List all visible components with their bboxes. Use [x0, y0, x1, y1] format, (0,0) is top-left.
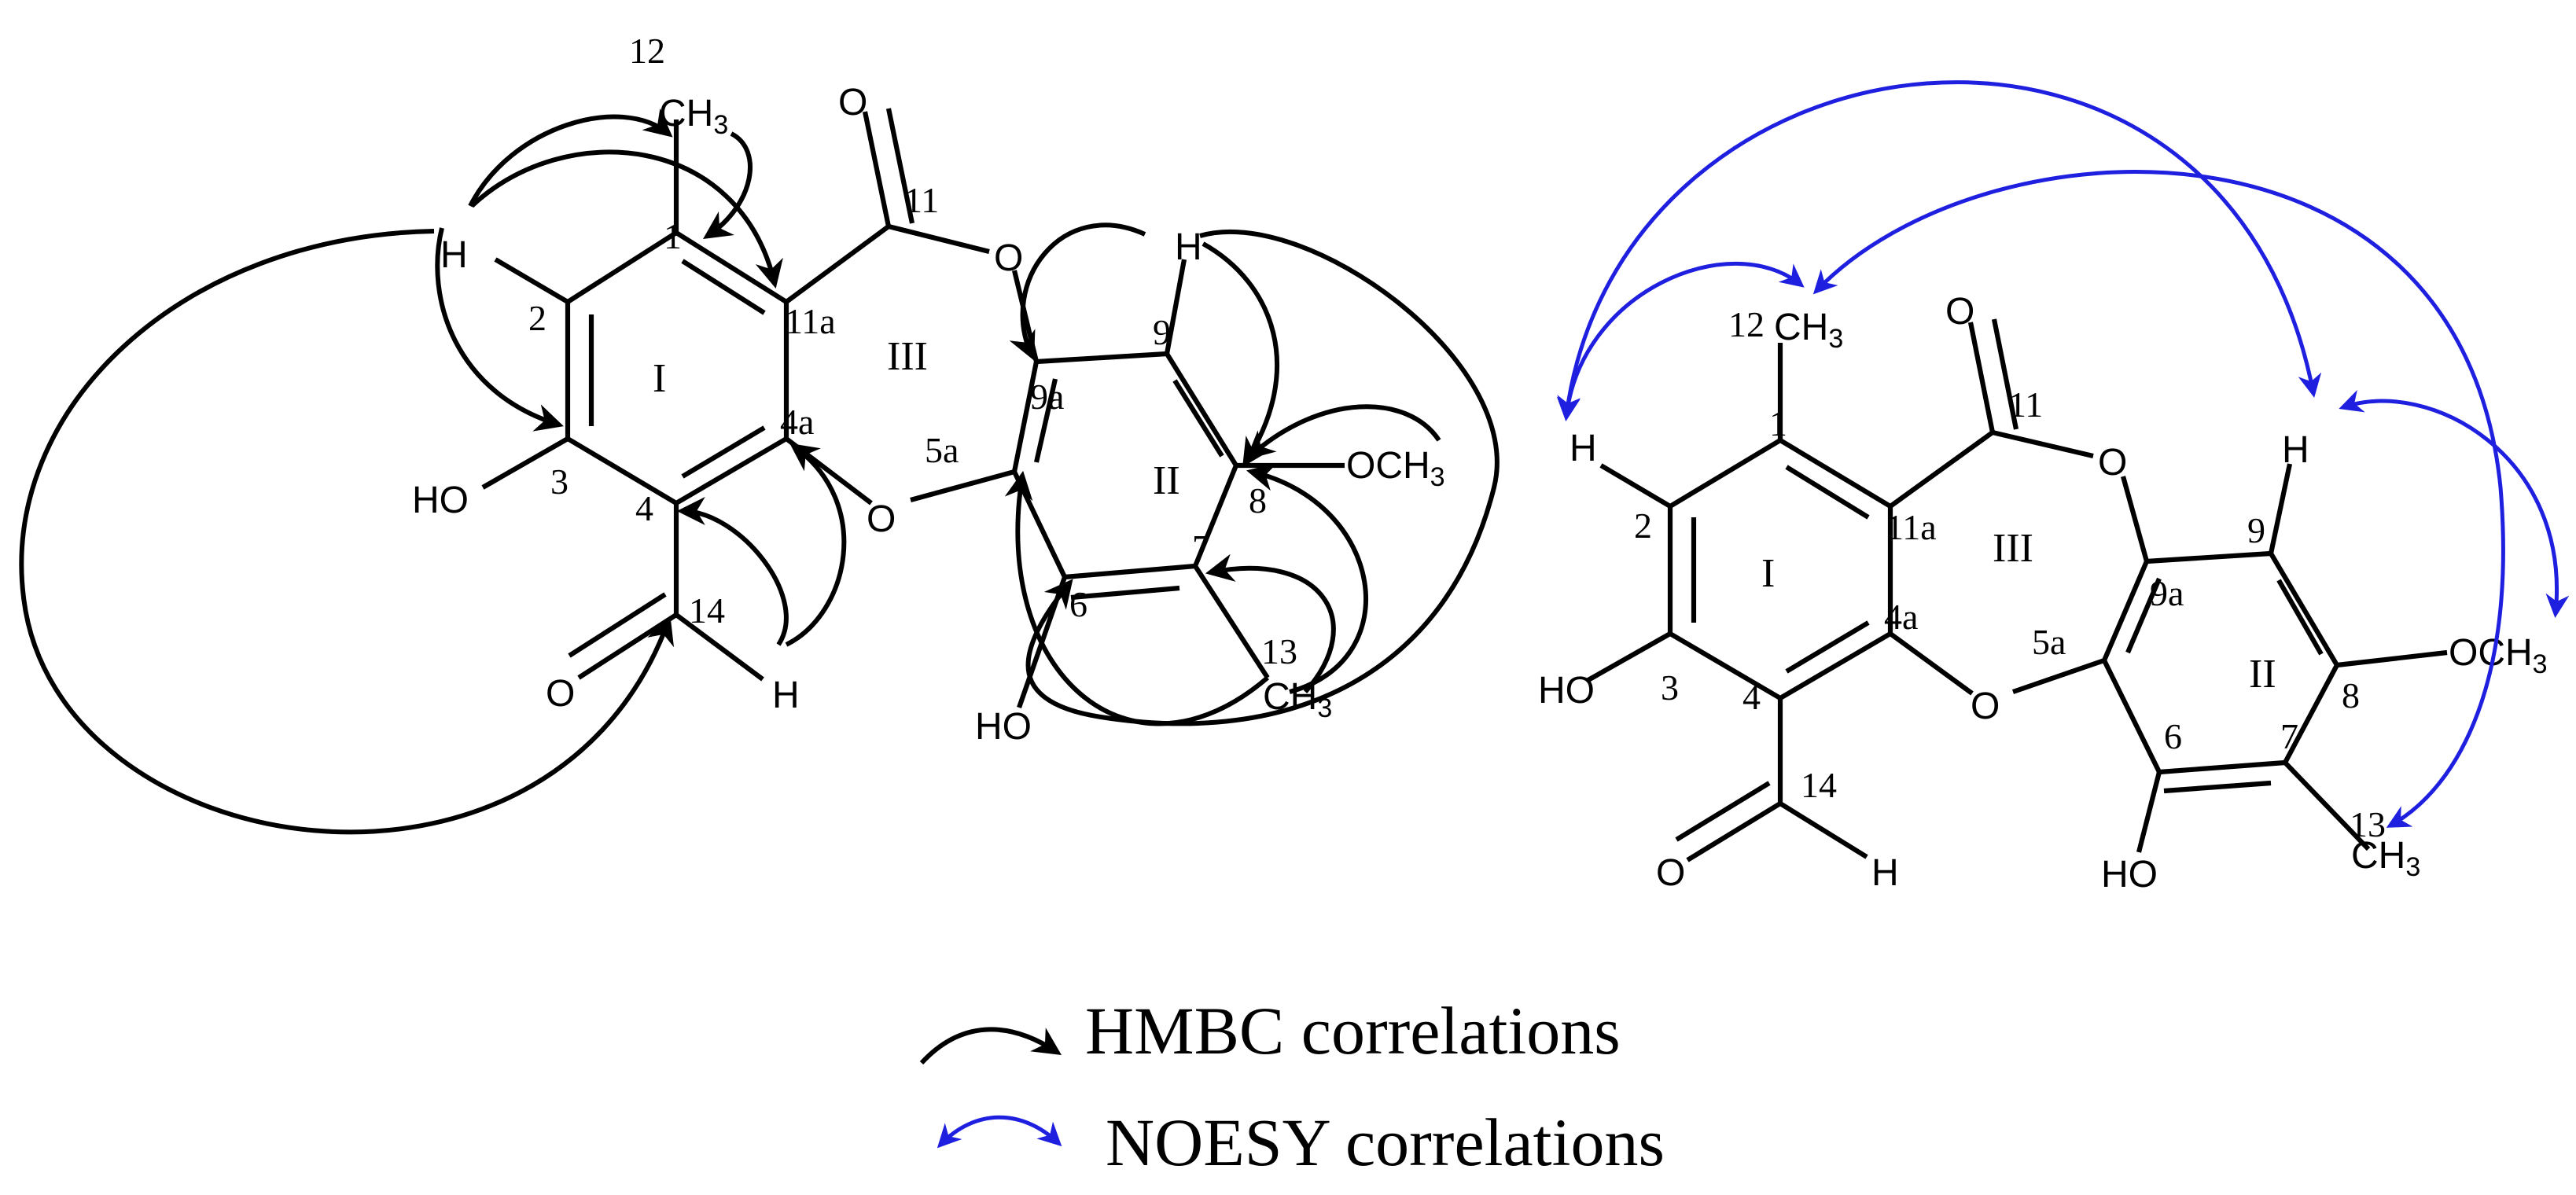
left-h9: H	[1175, 226, 1202, 268]
right-ho3: HO	[1538, 670, 1595, 711]
right-ch3-13: CH3	[2351, 835, 2420, 882]
right-num-2: 2	[1634, 506, 1652, 546]
legend-noesy-label: NOESY correlations	[1106, 1105, 1665, 1180]
right-num-3: 3	[1661, 667, 1679, 708]
right-noesy-arrows	[1556, 80, 2570, 828]
left-ring-label-III: III	[887, 334, 928, 379]
hmbc-arrow-icon	[919, 1027, 1062, 1065]
left-num-9: 9	[1153, 312, 1171, 352]
right-ring-label-II: II	[2249, 652, 2276, 697]
right-structure: I III II 1 2 3 4 4a 5a 6 7 8 9 9a 11 11a…	[1538, 80, 2570, 895]
legend-noesy: NOESY correlations	[937, 1105, 1665, 1180]
right-num-12: 12	[1728, 304, 1765, 344]
right-num-1: 1	[1769, 403, 1787, 443]
left-ring-label-I: I	[653, 356, 666, 401]
right-num-4: 4	[1742, 677, 1761, 717]
right-ring-II-bonds	[2102, 550, 2339, 794]
left-ho3: HO	[412, 480, 469, 521]
right-num-8: 8	[2342, 675, 2360, 715]
right-ch3-12: CH3	[1774, 307, 1843, 354]
left-h14: H	[772, 675, 800, 716]
right-num-5a: 5a	[2032, 622, 2066, 662]
right-h9: H	[2282, 429, 2309, 471]
right-num-4a: 4a	[1884, 597, 1918, 637]
left-num-11: 11	[904, 180, 939, 220]
left-num-8: 8	[1249, 480, 1267, 520]
right-num-9a: 9a	[2150, 573, 2184, 613]
left-o-ring-bottom: O	[867, 498, 896, 540]
right-h14: H	[1871, 852, 1899, 894]
legend: HMBC correlations NOESY correlations	[919, 993, 1665, 1180]
right-ho6: HO	[2101, 854, 2158, 895]
left-ring-II-bonds	[1011, 351, 1238, 601]
left-num-4a: 4a	[780, 402, 814, 442]
left-o-ring-top: O	[994, 237, 1023, 279]
left-substituent-bonds	[481, 108, 1040, 682]
right-num-11: 11	[2008, 384, 2043, 425]
right-num-9: 9	[2247, 510, 2265, 550]
right-num-14: 14	[1801, 765, 1837, 805]
left-ring-label-II: II	[1153, 458, 1180, 503]
right-o11: O	[1945, 291, 1974, 333]
left-num-3: 3	[550, 461, 569, 502]
left-num-1: 1	[664, 216, 682, 256]
left-ring-I-bonds	[565, 230, 789, 506]
left-num-2: 2	[528, 298, 546, 338]
right-o-ring-bottom: O	[1971, 686, 2000, 727]
right-num-6: 6	[2164, 716, 2182, 756]
left-num-7: 7	[1192, 528, 1210, 568]
noesy-arrow-icon	[937, 1115, 1062, 1149]
legend-hmbc-label: HMBC correlations	[1085, 993, 1621, 1068]
left-ch3-12: CH3	[659, 93, 728, 140]
left-num-9a: 9a	[1030, 377, 1064, 417]
right-ring-label-I: I	[1761, 551, 1775, 596]
left-o11: O	[838, 82, 867, 123]
right-ring-II-substituents	[2136, 463, 2448, 853]
right-num-7: 7	[2280, 716, 2298, 756]
left-hmbc-arrows	[19, 108, 1500, 835]
left-num-13: 13	[1261, 631, 1297, 671]
left-num-5a: 5a	[925, 430, 959, 470]
right-ring-label-III: III	[1993, 526, 2033, 571]
right-o14: O	[1656, 852, 1685, 894]
left-h2: H	[440, 234, 468, 276]
legend-hmbc: HMBC correlations	[919, 993, 1621, 1068]
left-num-4: 4	[635, 488, 653, 528]
left-num-11a: 11a	[785, 301, 836, 341]
left-num-12: 12	[629, 31, 665, 71]
left-o14: O	[546, 673, 575, 715]
right-ring-I-bonds	[1667, 438, 1893, 700]
right-h2: H	[1570, 428, 1597, 469]
left-och3: OCH3	[1346, 445, 1445, 492]
right-num-11a: 11a	[1886, 507, 1937, 547]
right-o-ring-top: O	[2098, 442, 2127, 484]
left-num-14: 14	[689, 590, 725, 631]
left-num-6: 6	[1069, 584, 1087, 624]
left-ho6: HO	[975, 706, 1032, 748]
left-structure: I III II 1 2 3 4 4a 5a 6 7 8 9 9a 11 11a…	[19, 31, 1500, 835]
